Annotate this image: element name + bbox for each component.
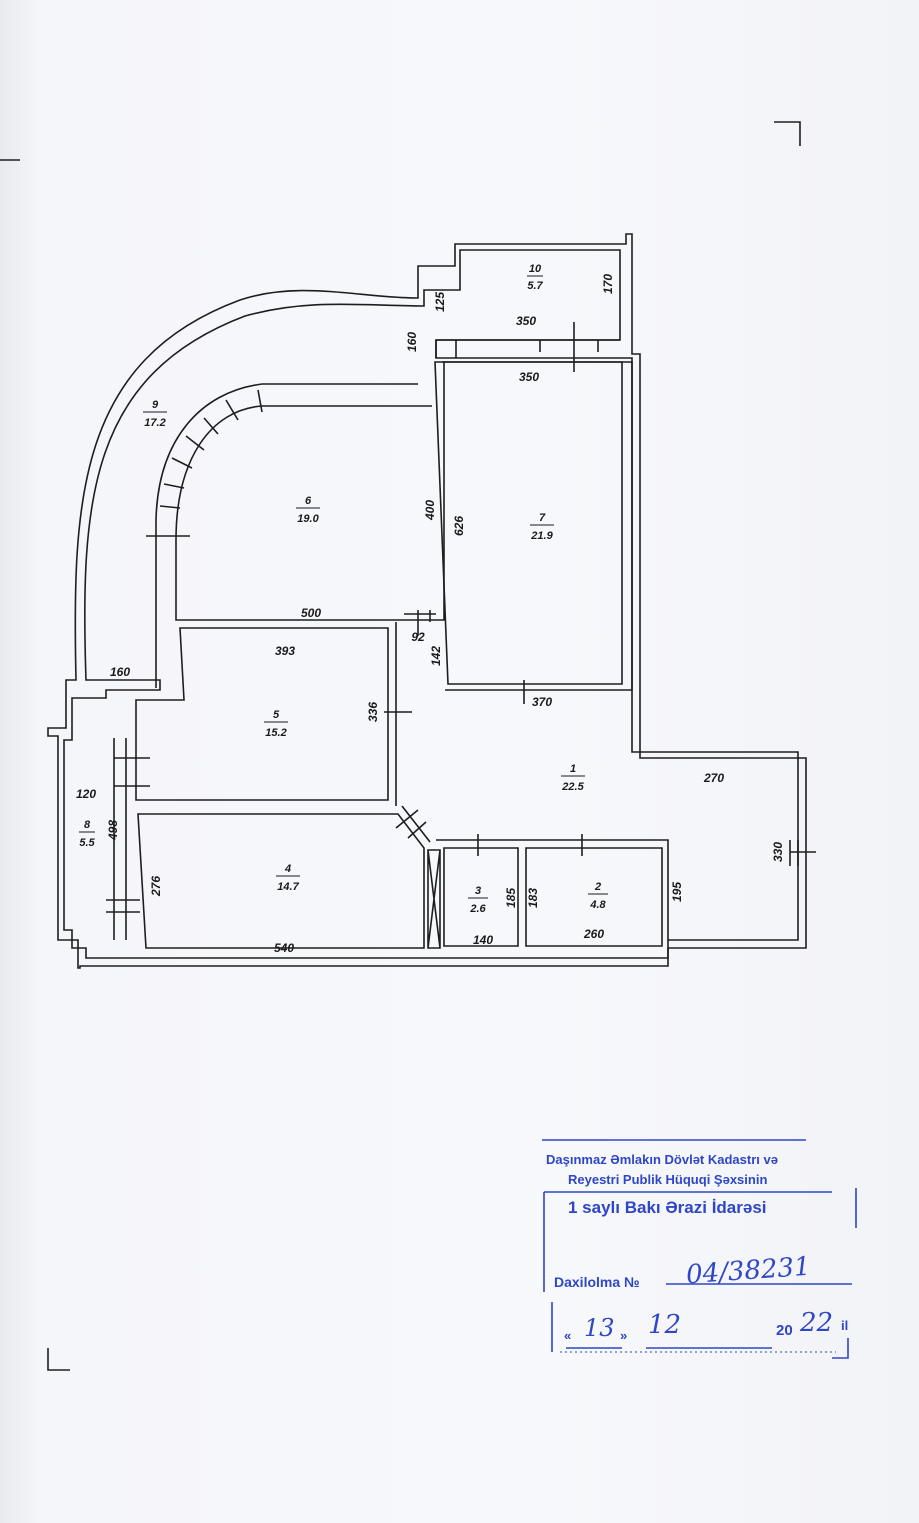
outer-wall-inner bbox=[63, 249, 799, 959]
room-number: 5 bbox=[273, 709, 280, 721]
stamp-date-day: 13 bbox=[584, 1314, 615, 1342]
room-area: 22.5 bbox=[561, 781, 584, 793]
doors-bathrooms bbox=[477, 834, 583, 856]
stamp-frame bbox=[542, 1139, 857, 1359]
stamp-date-month: 12 bbox=[648, 1310, 682, 1340]
room-5-wall bbox=[135, 627, 389, 801]
room-7-wall-outer bbox=[442, 361, 633, 691]
dimension-label: 260 bbox=[583, 927, 604, 941]
dimension-label: 170 bbox=[601, 274, 615, 294]
dimension-label: 140 bbox=[473, 933, 493, 947]
room-3-wall bbox=[443, 847, 519, 947]
dimension-label: 160 bbox=[110, 665, 130, 679]
dimension-label: 540 bbox=[274, 941, 294, 955]
window-room-1 bbox=[789, 840, 816, 866]
room-4-wall bbox=[137, 813, 425, 949]
room-area: 14.7 bbox=[277, 881, 299, 893]
door-room-4 bbox=[395, 805, 431, 843]
dimension-label: 183 bbox=[526, 888, 540, 908]
stamp-office-name: 1 saylı Bakı Ərazi İdarəsi bbox=[568, 1198, 767, 1217]
room-number: 6 bbox=[305, 495, 312, 507]
room-area: 21.9 bbox=[530, 530, 553, 542]
dimension-label: 185 bbox=[504, 888, 518, 908]
stamp-line-1: Daşınmaz Əmlakın Dövlət Kadastrı və bbox=[546, 1152, 778, 1167]
room-number: 4 bbox=[284, 863, 291, 875]
stamp-date-century: 20 bbox=[776, 1322, 793, 1339]
dimension-label: 330 bbox=[771, 842, 785, 862]
room-number: 8 bbox=[84, 819, 91, 831]
corridor-niche bbox=[404, 610, 436, 636]
dimension-label: 160 bbox=[405, 332, 419, 352]
room-8-windows bbox=[106, 738, 150, 940]
room-area: 2.6 bbox=[469, 903, 486, 915]
dimension-label: 400 bbox=[423, 500, 437, 521]
stamp-date-close-quote: » bbox=[620, 1328, 628, 1343]
dimension-label: 626 bbox=[452, 516, 466, 536]
dimension-label: 276 bbox=[149, 876, 163, 897]
room-number: 3 bbox=[475, 885, 481, 897]
outer-wall-outer bbox=[47, 233, 807, 969]
room-area: 15.2 bbox=[265, 727, 286, 739]
room-number: 10 bbox=[529, 263, 542, 275]
room-10-wall bbox=[435, 339, 620, 358]
room-area: 5.5 bbox=[79, 837, 95, 849]
room-2-wall bbox=[525, 847, 663, 947]
wardrobe bbox=[427, 849, 441, 949]
stamp-line-2: Reyestri Publik Hüquqi Şəxsinin bbox=[568, 1172, 768, 1187]
dimension-label: 500 bbox=[301, 606, 321, 620]
corner-mark-bottom-left bbox=[47, 1348, 70, 1371]
room-area: 4.8 bbox=[589, 899, 606, 911]
window-room-9 bbox=[159, 389, 263, 509]
dimension-label: 120 bbox=[76, 787, 96, 801]
room-area: 5.7 bbox=[527, 280, 543, 292]
dimension-label: 270 bbox=[703, 771, 724, 785]
dimension-label: 125 bbox=[433, 292, 447, 312]
dimension-label: 92 bbox=[411, 630, 425, 644]
room-area: 19.0 bbox=[297, 513, 319, 525]
bathroom-outer-wall bbox=[436, 839, 669, 940]
dimension-label: 393 bbox=[275, 644, 295, 658]
dimension-label: 336 bbox=[366, 702, 380, 722]
corner-mark-top-right bbox=[774, 121, 801, 146]
dimension-label: 350 bbox=[516, 314, 536, 328]
stamp-date-year: 22 bbox=[800, 1308, 834, 1338]
room-number: 2 bbox=[594, 881, 601, 893]
stamp-date-suffix: il bbox=[841, 1318, 849, 1333]
dimension-label: 142 bbox=[429, 646, 443, 666]
room-number: 9 bbox=[152, 399, 159, 411]
room-area: 17.2 bbox=[144, 417, 165, 429]
registration-stamp: Daşınmaz Əmlakın Dövlət Kadastrı və Reye… bbox=[536, 1132, 866, 1372]
dimension-label: 498 bbox=[106, 820, 120, 841]
room-6-wall bbox=[175, 362, 445, 621]
dimension-label: 350 bbox=[519, 370, 539, 384]
stamp-reg-label: Daxilolma № bbox=[554, 1274, 640, 1290]
room-number: 7 bbox=[539, 512, 546, 524]
room-9-inner-wall bbox=[155, 383, 418, 688]
room-number: 1 bbox=[570, 763, 576, 775]
dimension-label: 195 bbox=[670, 882, 684, 902]
dimension-label: 370 bbox=[532, 695, 552, 709]
window-room-10 bbox=[455, 340, 599, 358]
stamp-date-open-quote: « bbox=[564, 1328, 572, 1343]
